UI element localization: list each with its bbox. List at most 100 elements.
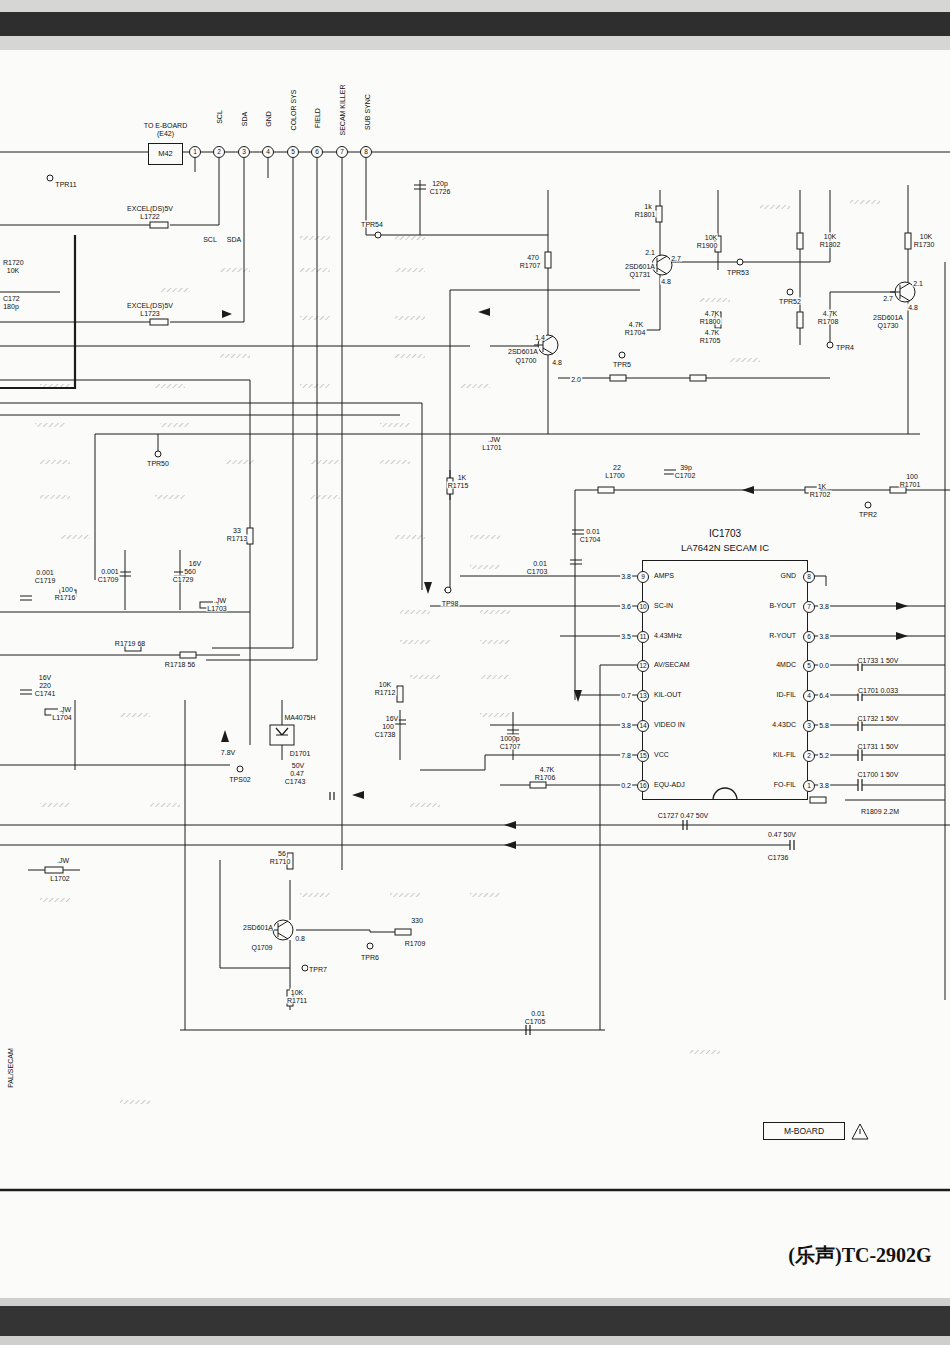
schematic-label: C1702 [674, 472, 697, 479]
schematic-label: 2.0 [570, 376, 582, 383]
schematic-label: 120p [431, 180, 449, 187]
schematic-label: 3.8 [620, 722, 632, 729]
signal-name: GND [265, 110, 272, 128]
schematic-label: 16V [38, 674, 52, 681]
schematic-label: C1727 0.47 50V [657, 812, 710, 819]
pin-number: 3 [239, 147, 249, 157]
schematic-label: 3.8 [818, 633, 830, 640]
schematic-label: 4.7K [539, 766, 555, 773]
schematic-label: TPR52 [778, 298, 802, 305]
schematic-label: L1722 [139, 213, 160, 220]
pin-circle: 5 [287, 146, 299, 158]
connector-box: TO E-BOARD (E42)M42 [148, 143, 183, 165]
pin-name: 4MDC [776, 661, 796, 668]
schematic-label: TPR53 [726, 269, 750, 276]
pin-circle: 6 [311, 146, 323, 158]
pin-number: 6 [804, 632, 814, 642]
schematic-label: 0.01 [585, 528, 601, 535]
pin-number: 2 [804, 751, 814, 761]
schematic-label: MA4075H [283, 714, 316, 721]
schematic-label: D1701 [289, 750, 312, 757]
schematic-label: EXCEL(DS)5V [126, 205, 174, 212]
pin-circle: 7 [803, 601, 815, 613]
schematic-label: 4.7K [704, 329, 720, 336]
schematic-label: R1701 [899, 481, 922, 488]
schematic-label: 2.1 [644, 249, 656, 256]
schematic-label: C1700 1 50V [857, 771, 900, 778]
schematic-label: TPS02 [228, 776, 251, 783]
schematic-label: R1708 [817, 318, 840, 325]
schematic-label: 100 [905, 473, 919, 480]
pin-name: ID-FIL [777, 691, 796, 698]
schematic-label: 10K [6, 267, 20, 274]
schematic-label: 10K [290, 989, 304, 996]
pin-circle: 2 [213, 146, 225, 158]
schematic-label: R1704 [624, 329, 647, 336]
schematic-label: R1801 [634, 211, 657, 218]
schematic-label: 470 [526, 254, 540, 261]
pin-name: 4.43DC [772, 721, 796, 728]
schematic-label: 2SD601A [507, 348, 539, 355]
schematic-label: C1705 [524, 1018, 547, 1025]
schematic-label: R1800 [699, 318, 722, 325]
schematic-label: R1718 56 [164, 661, 196, 668]
pin-number: 1 [190, 147, 200, 157]
schematic-label: Q1700 [514, 357, 537, 364]
pin-number: 7 [337, 147, 347, 157]
pin-number: 5 [288, 147, 298, 157]
signal-name: SDA [241, 111, 248, 127]
pin-circle: 5 [803, 660, 815, 672]
pin-name: EQU-ADJ [654, 781, 685, 788]
schematic-label: R1713 [226, 535, 249, 542]
schematic-label: 0.001 [100, 568, 120, 575]
schematic-label: 2SD601A [872, 314, 904, 321]
schematic-label: SCL [202, 236, 218, 243]
pin-circle: 1 [189, 146, 201, 158]
schematic-label: C1707 [499, 743, 522, 750]
schematic-label: 2SD601A [624, 263, 656, 270]
schematic-label: .JW [487, 436, 501, 443]
schematic-label: R1900 [696, 242, 719, 249]
schematic-label: R1809 2.2M [860, 808, 900, 815]
pin-name: VCC [654, 751, 669, 758]
schematic-label: C1703 [526, 568, 549, 575]
schematic-label: R1705 [699, 337, 722, 344]
pin-circle: 12 [637, 660, 649, 672]
schematic-label: 1000p [499, 735, 520, 742]
signal-name: FIELD [314, 107, 321, 129]
schematic-label: R1712 [374, 689, 397, 696]
schematic-label: 56 [277, 850, 287, 857]
schematic-label: 16V [385, 715, 399, 722]
signal-name: COLOR SYS [290, 89, 297, 132]
signal-name: SECAM KILLER [339, 84, 346, 137]
schematic-label: C1736 [767, 854, 790, 861]
schematic-label: C1743 [284, 778, 307, 785]
pin-number: 14 [638, 721, 648, 731]
schematic-label: 2SD601A [242, 924, 274, 931]
schematic-label: R1715 [447, 482, 470, 489]
schematic-label: C1732 1 50V [857, 715, 900, 722]
schematic-label: TPR2 [858, 511, 878, 518]
schematic-label: 10K [919, 233, 933, 240]
pin-circle: 15 [637, 750, 649, 762]
connector-title: TO E-BOARD (E42) [141, 122, 191, 138]
pin-number: 7 [804, 602, 814, 612]
schematic-label: 4.7K [822, 310, 838, 317]
pin-circle: 4 [262, 146, 274, 158]
schematic-label: R1730 [913, 241, 936, 248]
pin-name: SC-IN [654, 602, 673, 609]
schematic-label: 22 [612, 464, 622, 471]
pin-circle: 8 [360, 146, 372, 158]
schematic-label: 330 [410, 917, 424, 924]
model-title: (乐声)TC-2902G [787, 1245, 932, 1265]
schematic-label: 2.7 [670, 255, 682, 262]
schematic-label: TPR4 [835, 344, 855, 351]
schematic-label: 5.2 [818, 752, 830, 759]
schematic-label: 33 [232, 527, 242, 534]
schematic-label: L1700 [604, 472, 625, 479]
schematic-label: 10K [823, 233, 837, 240]
schematic-label: L1701 [481, 444, 502, 451]
schematic-label: L1703 [206, 605, 227, 612]
schematic-label: 7.8V [220, 749, 236, 756]
